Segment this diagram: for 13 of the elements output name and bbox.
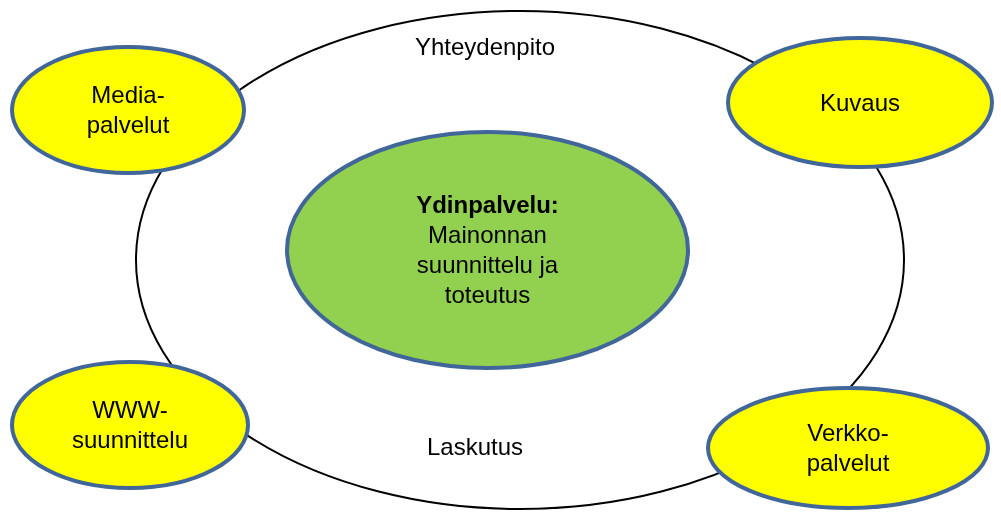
node-label: Verkko- palvelut: [805, 418, 891, 478]
service-ellipse: [10, 360, 250, 490]
ring-label: Laskutus: [426, 432, 524, 462]
node-label: Kuvaus: [819, 87, 901, 118]
ring-label: Yhteydenpito: [414, 32, 556, 62]
service-ellipse: [10, 45, 246, 175]
node-heading: Ydinpalvelu:: [416, 190, 559, 220]
node-label: Media- palvelut: [85, 80, 171, 140]
service-ellipse: [726, 36, 994, 169]
node-label: WWW- suunnittelu: [70, 395, 190, 455]
node-label: Mainonnan suunnittelu ja toteutus: [415, 220, 560, 310]
service-ellipse: [706, 386, 990, 510]
core-service-ellipse: [285, 130, 690, 370]
